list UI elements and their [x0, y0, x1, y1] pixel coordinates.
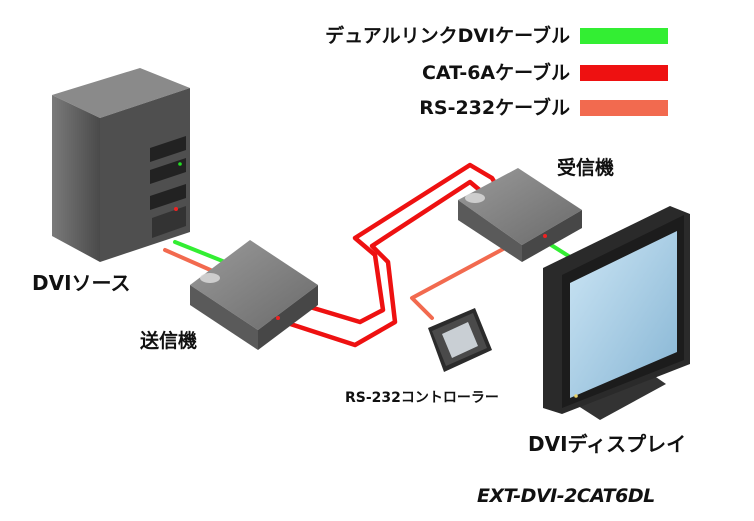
dvi-display-icon	[543, 206, 690, 420]
legend-label-dvi-cable: デュアルリンクDVIケーブル	[325, 24, 570, 47]
legend-swatch-dvi-cable	[580, 28, 668, 44]
transmitter-label: 送信機	[140, 329, 197, 352]
controller-label: RS-232コントローラー	[345, 390, 499, 406]
legend-swatch-cat6-cable	[580, 65, 668, 81]
dvi-source-label: DVIソース	[32, 271, 131, 295]
transmitter-box-icon	[190, 240, 318, 350]
pc-tower-icon	[52, 68, 190, 262]
legend-label-cat6-cable: CAT-6Aケーブル	[422, 61, 570, 84]
rs232-cable-controller	[410, 246, 507, 320]
dvi-cable-source	[173, 240, 227, 264]
rs232-controller-icon	[428, 308, 492, 372]
receiver-label: 受信機	[557, 156, 614, 179]
legend: デュアルリンクDVIケーブル CAT-6Aケーブル RS-232ケーブル	[325, 24, 668, 119]
model-name: EXT-DVI-2CAT6DL	[477, 485, 655, 507]
display-label: DVIディスプレイ	[528, 432, 686, 456]
legend-swatch-rs232-cable	[580, 100, 668, 116]
rs232-cable-source-side	[163, 248, 217, 274]
cat6-cable-1	[297, 162, 508, 325]
legend-label-rs232-cable: RS-232ケーブル	[419, 96, 570, 119]
receiver-box-icon	[458, 168, 582, 262]
